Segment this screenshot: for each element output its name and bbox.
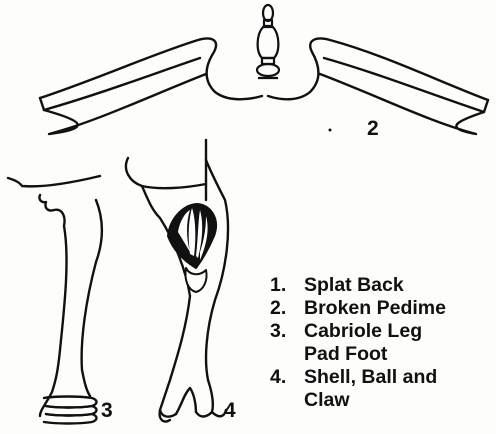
legend-number: 3. [270,320,304,343]
legend-number: 4. [270,366,304,389]
callout-2: 2 [367,117,379,141]
legend-text: Broken Pedime [304,297,446,320]
callout-3: 3 [101,399,113,423]
shell-ball-claw-leg-drawing [126,140,228,422]
legend-item: Claw [270,389,446,412]
callout-4: 4 [224,399,236,423]
legend-item: 2. Broken Pedime [270,297,446,320]
legend-number [270,389,304,412]
ink-speck [329,129,332,132]
legend-number [270,343,304,366]
legend-number: 1. [270,274,304,297]
legend-item: 4. Shell, Ball and [270,366,446,389]
legend-text: Cabriole Leg [304,320,422,343]
finial-drawing [257,5,279,78]
legend-number: 2. [270,297,304,320]
broken-pediment-drawing [40,39,488,135]
shell-carving-drawing [168,204,216,292]
legend-item: 1. Splat Back [270,274,446,297]
legend-text: Splat Back [304,274,404,297]
legend-item: Pad Foot [270,343,446,366]
cabriole-leg-pad-foot-drawing [8,176,102,424]
legend-text: Shell, Ball and [304,366,437,389]
legend-text: Claw [304,389,350,412]
legend: 1. Splat Back 2. Broken Pedime 3. Cabrio… [270,274,446,412]
legend-text: Pad Foot [304,343,387,366]
legend-item: 3. Cabriole Leg [270,320,446,343]
